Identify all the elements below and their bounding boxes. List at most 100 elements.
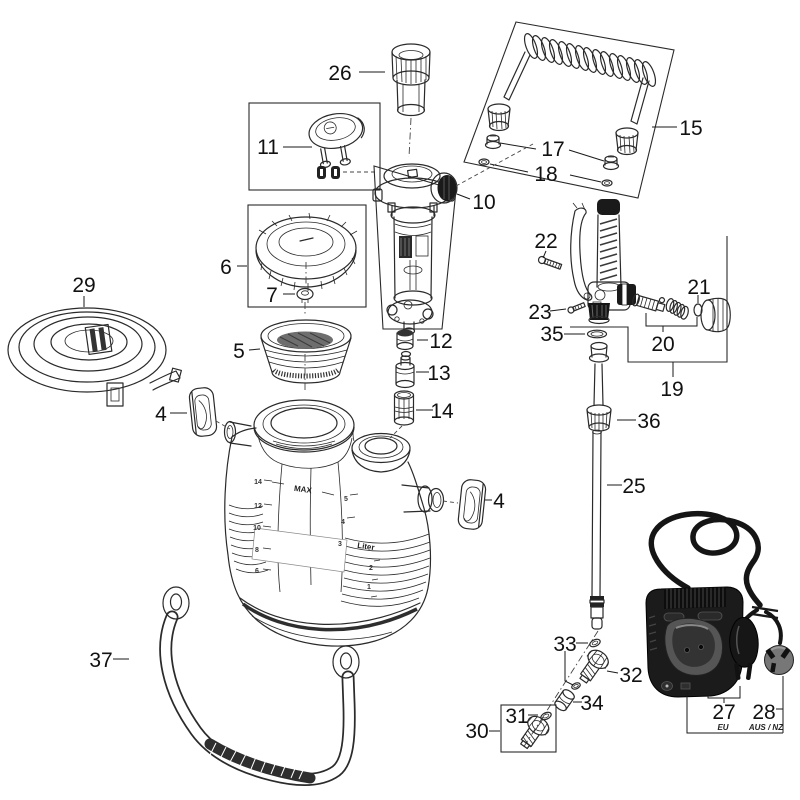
strap-clip-right [457,479,487,530]
fitting-left [484,134,502,150]
tank-scale: 14 12 10 8 6 5 4 3 2 1 MAX Liter [253,479,381,598]
spray-gun-group [537,199,731,406]
liter-marking: Liter [357,541,375,552]
part-label-37: 37 [89,649,112,672]
valve-cup-12 [396,329,414,358]
leader-lines [83,71,699,732]
part-label-4-left: 4 [155,403,167,426]
pump-assembly [372,143,534,335]
scale-left-1: 14 [254,479,262,486]
o-ring-31 [540,711,552,721]
part-label-7: 7 [266,284,278,307]
valve-stem-20 [632,293,666,312]
part-label-35: 35 [540,323,563,346]
o-ring-18-left [478,158,490,166]
union-nut [586,404,612,432]
scale-right-1: 5 [344,496,348,503]
part-label-28: 28 [752,701,775,724]
scale-left-3: 10 [253,525,261,532]
scale-left-5: 6 [255,568,259,575]
o-ring-21 [693,303,703,317]
part-label-25: 25 [622,475,645,498]
scale-right-4: 2 [369,565,373,572]
nozzle-group [500,630,609,753]
part-label-27: 27 [712,701,735,724]
part-labels: 26 15 17 18 11 10 6 7 5 12 13 14 29 4 4 … [72,62,784,743]
hose-nut-right [615,127,639,156]
max-marking: MAX [294,484,314,495]
o-ring-35 [586,329,608,339]
tank: 14 12 10 8 6 5 4 3 2 1 MAX Liter [223,399,445,647]
o-ring-33-top [589,638,601,648]
latch-part [308,113,365,169]
lid-group [247,204,367,316]
scale-left-2: 12 [254,503,262,510]
suction-filter-14 [393,390,415,426]
charger-body [645,586,744,698]
part-label-15: 15 [679,117,702,140]
carry-strap [7,307,182,407]
pump-knob [430,172,458,204]
part-label-5: 5 [233,340,245,363]
screw-23 [567,302,586,314]
scale-right-5: 1 [367,584,371,591]
part-label-30: 30 [465,720,488,743]
spray-lance [589,429,605,630]
part-label-10: 10 [472,191,495,214]
grommet [296,287,314,303]
hose-kit-group [463,21,677,199]
carry-handle [159,586,360,787]
part-label-6: 6 [220,256,232,279]
valve-housing-13 [395,355,415,389]
part-label-32: 32 [619,664,642,687]
scale-right-2: 4 [341,519,345,526]
strap-clip-left [188,387,218,437]
part-label-26: 26 [328,62,351,85]
strap-buckle [84,323,113,355]
elbow-nozzle-32 [579,649,609,684]
part-label-34: 34 [580,692,604,715]
charger-cord [648,510,763,608]
charger-group [645,510,794,734]
o-ring-18-right [601,179,613,187]
part-label-22: 22 [534,230,557,253]
coiled-hose [503,33,657,125]
part-label-31: 31 [505,705,528,728]
valve-spring [665,298,689,320]
part-label-17: 17 [541,138,564,161]
aus-nz-plug [764,645,794,675]
strap-slider [106,382,124,407]
fitting-right [602,155,620,171]
screw-22 [537,255,563,270]
latch-feet [317,166,340,179]
tank-main-opening [253,399,355,453]
pump-cap [391,43,431,158]
part-label-13: 13 [427,362,450,385]
part-label-23: 23 [528,301,551,324]
hose-nut-left [487,103,511,132]
trigger-lever [570,202,593,301]
filter-basket [260,319,352,392]
part-label-33: 33 [553,633,576,656]
scale-left-4: 8 [255,547,259,554]
tank-second-opening [351,432,411,473]
latch-kit-group [248,102,381,191]
tank-right-spout [401,484,445,513]
tank-left-spout [223,420,252,447]
part-label-19: 19 [660,378,683,401]
part-label-20: 20 [651,333,674,356]
plug-variant-aus-nz: AUS / NZ [748,723,784,732]
part-label-29: 29 [72,274,95,297]
part-label-21: 21 [687,276,710,299]
eu-plug [729,617,759,681]
nozzle-30 [520,715,550,750]
plug-variant-eu: EU [717,723,728,732]
part-label-18: 18 [534,163,557,186]
part-label-4-right: 4 [493,490,505,513]
part-label-14: 14 [430,400,454,423]
part-label-12: 12 [429,330,452,353]
regulator-knob [700,297,731,333]
tank-lid [255,212,358,291]
